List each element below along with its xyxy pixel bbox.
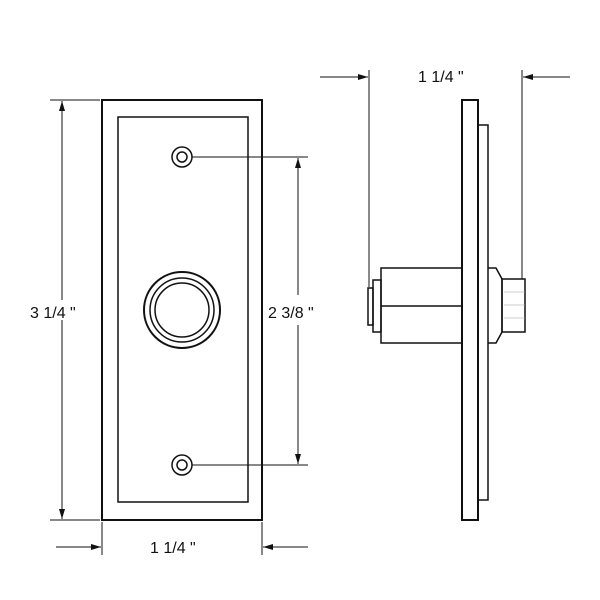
front-plate-outer — [101, 99, 263, 521]
depth-label: 1 1/4 " — [418, 69, 464, 86]
screw-hole-top — [171, 146, 193, 168]
depth-dimension — [320, 70, 570, 287]
side-view — [367, 99, 526, 521]
width-dimension — [56, 522, 308, 555]
hole-spacing-dimension — [192, 156, 308, 466]
width-label: 1 1/4 " — [150, 540, 196, 557]
hole-spacing-label: 2 3/8 " — [268, 305, 314, 322]
height-dimension — [50, 99, 100, 521]
height-label: 3 1/4 " — [30, 305, 76, 322]
bell-button — [143, 271, 221, 349]
front-plate-inner — [117, 116, 249, 503]
screw-hole-bottom — [171, 454, 193, 476]
